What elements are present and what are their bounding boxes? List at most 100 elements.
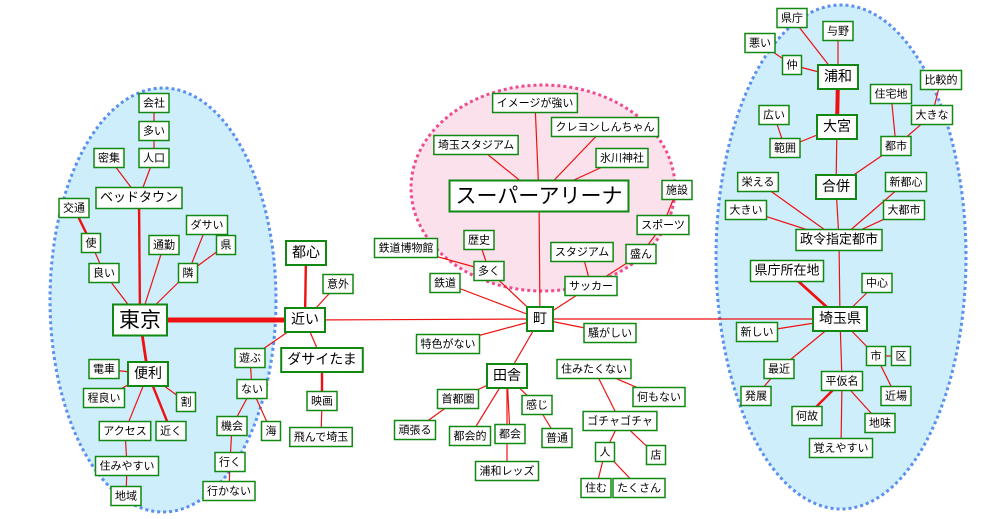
node-label: 住みたくない [561,362,627,376]
node-label: 範囲 [774,141,796,155]
node-n87: 新しい [735,321,779,343]
node-n88: 市 [865,345,887,367]
node-layer: 会社多い密集人口ベッドタウン交通ダサい使通勤県良い隣東京電車便利程良い割アクセス… [58,7,963,507]
node-n47: サッカー [564,275,618,297]
node-n58: 都会的 [448,425,492,447]
node-box [289,426,353,448]
node-n70: 浦和 [817,64,859,90]
node-box [88,358,120,380]
node-n41: 歴史 [463,229,495,251]
node-n63: 浦和レッズ [474,460,540,482]
node-label: 程良い [88,391,121,405]
node-box [112,303,168,337]
node-n50: 特色がない [415,333,481,355]
node-box [812,306,868,332]
node-n57: 頑張る [393,419,437,441]
node-n75: 大きな [910,104,954,126]
node-box [185,214,229,236]
node-n39: 施設 [661,179,693,201]
node-box [763,358,795,380]
node-label: 行かない [207,485,251,498]
node-box [127,361,169,387]
node-n60: 普通 [541,427,573,449]
node-box [582,410,658,432]
node-n28: 映画 [306,390,338,412]
node-label: 使 [86,237,97,250]
node-n7: ダサい [185,214,229,236]
node-box [541,427,573,449]
node-label: 盛ん [630,247,652,261]
node-label: 良い [93,266,115,280]
node-box [808,437,874,459]
node-label: 区 [896,350,907,363]
node-box [260,420,282,442]
node-n37: 氷川神社 [595,147,649,169]
node-n17: 割 [175,391,197,413]
node-label: 埼玉県 [819,311,861,327]
node-box [880,385,912,407]
edge-n5-n13 [137,197,142,321]
node-n23: 意外 [322,273,354,295]
node-label: 多く [478,264,500,278]
node-box [95,186,183,210]
node-n4: 人口 [138,147,170,169]
node-box [138,147,170,169]
node-box [429,272,461,294]
node-n96: 覚えやすい [808,437,874,459]
node-box [645,444,667,466]
node-box [791,405,823,427]
node-n76: 範囲 [769,137,801,159]
node-label: ダサい [191,218,224,232]
node-box [148,234,180,256]
node-box [82,387,126,409]
node-label: 県庁 [781,11,803,25]
node-label: 最近 [768,363,790,376]
node-label: 近い [291,312,319,328]
node-label: 近場 [885,390,907,403]
node-n11: 良い [88,262,120,284]
node-label: 普通 [546,431,568,445]
node-box [864,412,896,434]
node-label: 機会 [221,419,243,433]
node-label: 合併 [822,179,850,195]
node-label: 与野 [827,25,849,38]
node-n34: イメージが強い [491,92,579,114]
node-label: アクセス [103,425,146,438]
node-label: たくさん [617,482,661,495]
node-box [781,54,803,76]
node-label: 比較的 [925,73,958,87]
node-label: 映画 [311,395,333,408]
node-n6: 交通 [58,197,90,219]
node-box [433,134,519,156]
node-label: 都会的 [454,429,487,443]
node-n53: 何もない [632,386,686,408]
node-n26: ダサイたま [280,347,364,373]
node-box [415,333,481,355]
cluster-saitama [714,3,968,511]
node-box [736,171,780,193]
node-n64: 住む [580,477,612,499]
node-n71: 比較的 [919,69,963,91]
node-label: スポーツ [641,219,685,232]
node-n74: 大宮 [816,114,858,140]
node-n92: 発展 [740,385,772,407]
node-label: 隣 [183,266,194,280]
node-box [58,197,90,219]
node-n19: 近く [155,420,187,442]
node-box [820,370,864,392]
node-label: ない [241,383,263,396]
node-box [882,199,926,221]
node-label: 新しい [741,325,774,339]
node-n8: 使 [80,232,102,254]
node-box [612,477,666,499]
node-box [448,179,630,213]
node-box [861,272,893,294]
node-box [884,171,928,193]
node-box [448,425,492,447]
node-n48: 町 [526,306,554,332]
node-label: 市 [871,349,882,363]
node-box [280,347,364,373]
node-label: 通勤 [153,239,175,252]
node-box [556,358,632,380]
